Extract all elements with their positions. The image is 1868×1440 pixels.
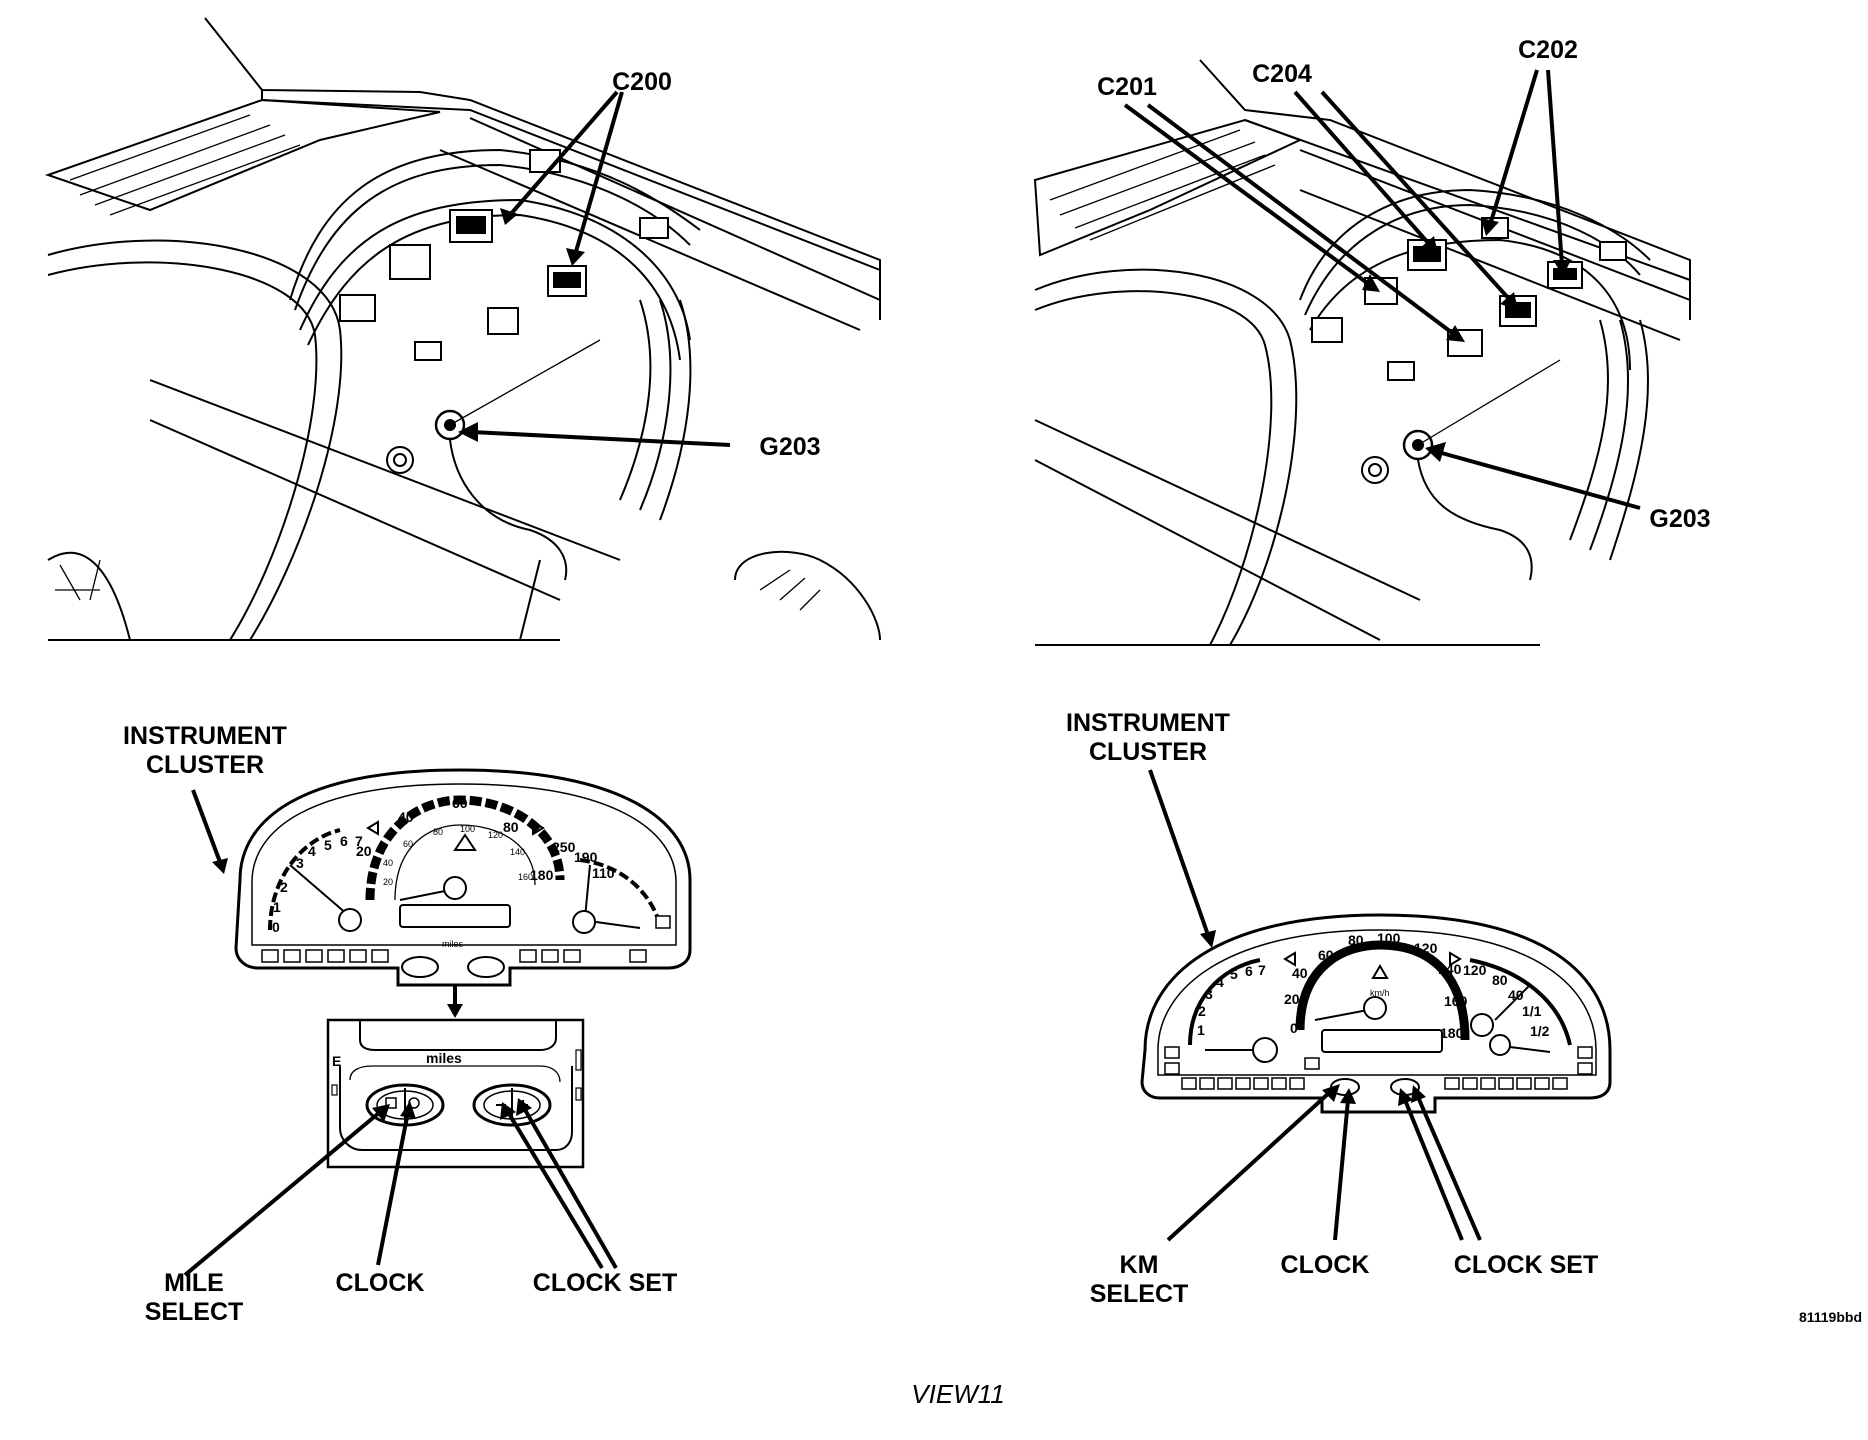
kmh-60: 60	[1318, 947, 1334, 963]
connector-c200-d	[339, 294, 376, 322]
mile-clock-button-small[interactable]	[401, 956, 439, 978]
speed-inner-160: 160	[518, 872, 533, 882]
connector-c200-f	[414, 341, 442, 361]
clock-set-button-small[interactable]	[467, 956, 505, 978]
connector-right-c	[1311, 317, 1343, 343]
instrument-cluster-left: 20 40 60 80 20 40 60 80 100 120 140 160 …	[234, 768, 692, 987]
label-clock-right: CLOCK	[1281, 1251, 1370, 1279]
label-mile-select-1: MILE	[164, 1269, 224, 1297]
ground-terminal-right	[1361, 359, 1561, 581]
ground-terminal-left	[386, 339, 601, 581]
kmh-40: 40	[1292, 965, 1308, 981]
tach-4: 4	[308, 843, 316, 859]
rpm-6: 6	[1245, 963, 1253, 979]
label-mile-select-2: SELECT	[145, 1298, 244, 1326]
indicator-row-left	[261, 915, 671, 963]
fuel-120: 120	[1463, 962, 1487, 978]
connector-c200-c	[389, 244, 431, 280]
tach-3: 3	[296, 855, 304, 871]
connector-right-d	[1387, 361, 1415, 381]
tach-6: 6	[340, 833, 348, 849]
tach-7: 7	[355, 833, 363, 849]
label-km-select-2: SELECT	[1090, 1280, 1189, 1308]
connector-c200-e	[487, 307, 519, 335]
label-km-select-1: KM	[1120, 1251, 1159, 1279]
instrument-cluster-right: 0 20 40 60 80 100 120 140 160 180 km/h 1…	[1140, 913, 1612, 1114]
speed-inner-120: 120	[488, 830, 503, 840]
display-miles-small: miles	[442, 939, 464, 949]
tach-1: 1	[273, 899, 281, 915]
rpm-3: 3	[1205, 986, 1213, 1002]
kmh-160: 160	[1444, 993, 1468, 1009]
speed-tick-60: 60	[452, 795, 468, 811]
figure-id: 81119bbd	[1799, 1309, 1862, 1325]
connector-c200-a	[449, 209, 493, 243]
label-instrument-right-1: INSTRUMENT	[1066, 709, 1230, 737]
temp-250: 250	[552, 839, 576, 855]
kmh-120: 120	[1414, 940, 1438, 956]
label-c201: C201	[1097, 73, 1157, 101]
fuel-80: 80	[1492, 972, 1508, 988]
rpm-7: 7	[1258, 962, 1266, 978]
label-instrument-left-1: INSTRUMENT	[123, 722, 287, 750]
label-c202: C202	[1518, 36, 1578, 64]
temp-110: 110	[592, 865, 615, 881]
connector-c200-b	[547, 265, 587, 297]
label-c200: C200	[612, 68, 672, 96]
speed-tick-20: 20	[356, 843, 372, 859]
label-c204: C204	[1252, 60, 1312, 88]
caption: VIEW11	[911, 1379, 1004, 1409]
fuel-1-2: 1/2	[1530, 1023, 1550, 1039]
kmh-unit: km/h	[1370, 988, 1390, 998]
detail-miles-text: miles	[426, 1050, 462, 1066]
label-clock-set-right: CLOCK SET	[1454, 1251, 1598, 1279]
kmh-140: 140	[1438, 961, 1462, 977]
rpm-4: 4	[1216, 974, 1224, 990]
connector-right-e	[1599, 241, 1627, 261]
label-instrument-right-2: CLUSTER	[1089, 738, 1207, 766]
svg-text:E: E	[332, 1053, 341, 1069]
speed-inner-140: 140	[510, 847, 525, 857]
speed-inner-60: 60	[403, 839, 413, 849]
kmh-20: 20	[1284, 991, 1300, 1007]
kmh-180: 180	[1440, 1025, 1464, 1041]
speed-tick-80: 80	[503, 819, 519, 835]
dash-view-left	[44, 17, 881, 641]
fuel-40: 40	[1508, 987, 1524, 1003]
rpm-5: 5	[1230, 966, 1238, 982]
rpm-1: 1	[1197, 1022, 1205, 1038]
tach-5: 5	[324, 837, 332, 853]
tach-2: 2	[280, 879, 288, 895]
fuel-1-1: 1/1	[1522, 1003, 1542, 1019]
label-clock-left: CLOCK	[336, 1269, 425, 1297]
button-detail-inset-left: E miles	[326, 986, 585, 1169]
indicator-row-right	[1164, 1046, 1593, 1090]
tach-0: 0	[272, 919, 280, 935]
speed-inner-20: 20	[383, 877, 393, 887]
rpm-2: 2	[1198, 1003, 1206, 1019]
label-clock-set-left: CLOCK SET	[533, 1269, 677, 1297]
speed-inner-40: 40	[383, 858, 393, 868]
dash-texture-left	[69, 114, 301, 216]
label-g203-right: G203	[1649, 505, 1710, 533]
label-instrument-left-2: CLUSTER	[146, 751, 264, 779]
kmh-100: 100	[1377, 930, 1401, 946]
temp-190: 190	[574, 849, 598, 865]
kmh-80: 80	[1348, 932, 1364, 948]
kmh-0: 0	[1290, 1020, 1298, 1036]
speed-tick-40: 40	[398, 809, 414, 825]
label-g203-left: G203	[759, 433, 820, 461]
dash-view-right	[1033, 59, 1691, 646]
speed-inner-180: 180	[530, 867, 554, 883]
connector-c200-h	[639, 217, 669, 239]
speed-inner-80: 80	[433, 827, 443, 837]
speed-inner-100: 100	[460, 824, 475, 834]
